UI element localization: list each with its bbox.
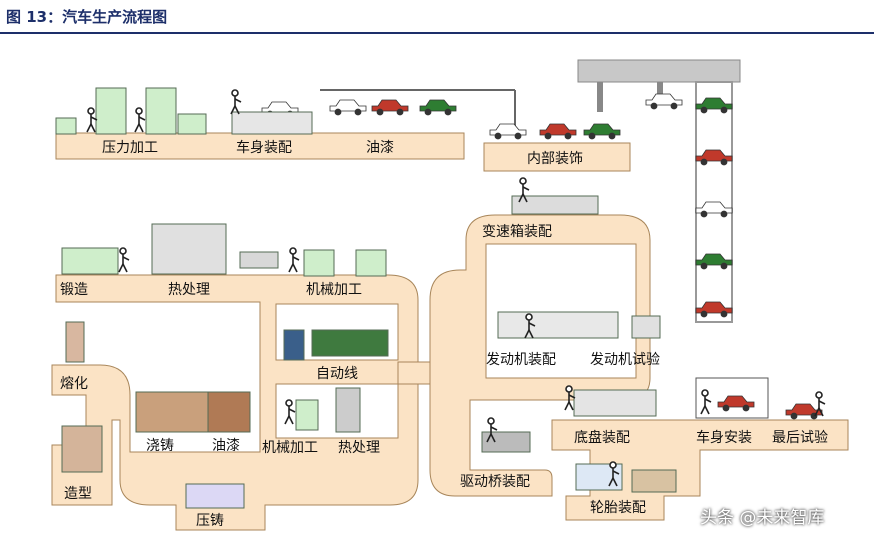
cell-engine bbox=[485, 243, 637, 379]
label-interior: 内部装饰 bbox=[527, 151, 583, 167]
belt-interior bbox=[483, 142, 631, 172]
car-green-3 bbox=[695, 97, 733, 114]
car-red-1 bbox=[371, 99, 409, 116]
heat-furnace bbox=[151, 223, 227, 275]
body-install-frame bbox=[695, 377, 769, 419]
press-table bbox=[177, 113, 207, 135]
car-red-2 bbox=[539, 123, 577, 140]
machining2-unit bbox=[295, 399, 319, 431]
molding-machine bbox=[61, 425, 103, 473]
label-casting: 浇铸 bbox=[146, 438, 174, 454]
heat-treat2-furnace bbox=[335, 387, 361, 433]
label-painting-cast: 油漆 bbox=[212, 438, 240, 454]
label-machining: 机械加工 bbox=[306, 282, 362, 298]
label-machining2: 机械加工 bbox=[262, 440, 318, 456]
press-machine-2 bbox=[145, 87, 177, 135]
tire-pallet bbox=[631, 469, 677, 493]
forge-machine bbox=[61, 247, 119, 275]
welding-table bbox=[231, 111, 313, 135]
label-tire: 轮胎装配 bbox=[590, 500, 646, 516]
label-engine-test: 发动机试验 bbox=[590, 352, 660, 368]
lathe-2 bbox=[355, 249, 387, 277]
label-forging: 锻造 bbox=[60, 282, 88, 298]
worker-icon bbox=[288, 247, 300, 273]
control-cabinet bbox=[283, 329, 305, 361]
label-heat-treat2: 热处理 bbox=[338, 440, 380, 456]
title-rule bbox=[0, 32, 874, 34]
car-white-1 bbox=[329, 99, 367, 116]
car-green-1 bbox=[419, 99, 457, 116]
chassis-frame bbox=[573, 389, 657, 417]
press-machine-1 bbox=[95, 87, 127, 135]
figure-title: 图 13：汽车生产流程图 bbox=[6, 8, 168, 26]
car-body-install bbox=[717, 395, 755, 412]
worker-icon bbox=[118, 247, 130, 273]
melting-furnace bbox=[65, 321, 85, 363]
cast-paint-rack bbox=[207, 391, 251, 433]
press-stock bbox=[55, 117, 77, 135]
engine-line bbox=[497, 311, 619, 339]
car-green-2 bbox=[583, 123, 621, 140]
forklift bbox=[239, 251, 279, 269]
label-press: 压力加工 bbox=[102, 140, 158, 156]
label-gearbox: 变速箱装配 bbox=[482, 224, 552, 240]
station-labels: 压力加工 车身装配 油漆 内部装饰 锻造 热处理 机械加工 变速箱装配 熔化 浇… bbox=[60, 139, 828, 529]
die-cast-machine bbox=[185, 483, 245, 509]
belt-top bbox=[55, 132, 465, 160]
car-green-4 bbox=[695, 253, 733, 270]
label-engine-assembly: 发动机装配 bbox=[486, 352, 556, 368]
car-red-4 bbox=[695, 301, 733, 318]
engine-test-stand bbox=[631, 315, 661, 339]
overhead-rail bbox=[320, 59, 741, 323]
label-melting: 熔化 bbox=[60, 376, 88, 392]
label-chassis: 底盘装配 bbox=[574, 429, 630, 446]
worker-icon bbox=[230, 89, 242, 115]
label-body-install: 车身安装 bbox=[696, 429, 752, 446]
label-auto-line: 自动线 bbox=[316, 366, 358, 382]
auto-line-units bbox=[311, 329, 389, 357]
label-heat-treat: 热处理 bbox=[168, 282, 210, 298]
gearbox-bench bbox=[511, 195, 599, 215]
label-body-welding: 车身装配 bbox=[236, 139, 292, 156]
car-white-3 bbox=[645, 93, 683, 110]
lathe-1 bbox=[303, 249, 335, 277]
worker-icon bbox=[700, 389, 712, 415]
car-white-4 bbox=[695, 201, 733, 218]
conveyor-belts bbox=[51, 132, 849, 531]
label-drive-axle: 驱动桥装配 bbox=[460, 474, 530, 490]
label-final-test: 最后试验 bbox=[772, 430, 828, 446]
casting-molds bbox=[135, 391, 209, 433]
worker-icon bbox=[134, 107, 146, 133]
label-molding: 造型 bbox=[64, 486, 92, 502]
machines bbox=[55, 87, 769, 509]
label-painting-top: 油漆 bbox=[366, 140, 394, 156]
axle-unit bbox=[481, 431, 531, 453]
car-red-3 bbox=[695, 149, 733, 166]
belt-bottom-right bbox=[551, 419, 849, 521]
car-white-2 bbox=[489, 123, 527, 140]
label-die-casting: 压铸 bbox=[196, 513, 224, 529]
watermark: 头条 @未来智库 bbox=[700, 508, 825, 528]
